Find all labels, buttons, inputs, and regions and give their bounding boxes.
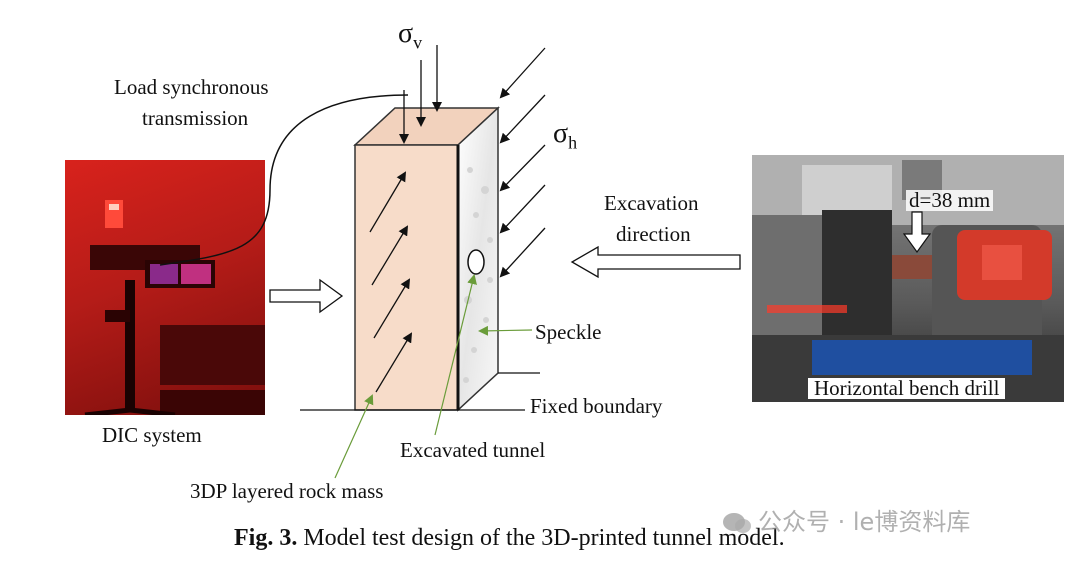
rock-mass-pointer [334,394,374,479]
dic-to-model-arrow [269,278,344,314]
figure-caption: Fig. 3. Model test design of the 3D-prin… [234,526,785,550]
watermark-text: 公众号 · le博资料库 [758,508,971,536]
excavation-direction-arrow [570,245,741,279]
load-transmission-label-line2: transmission [142,106,249,130]
layer-arrows [369,171,413,393]
drill-size-arrow [902,211,932,254]
dic-system-label: DIC system [102,423,202,447]
speckle-label: Speckle [535,320,602,344]
sigma-v-label: σv [398,18,423,53]
speckle-pointer [478,325,533,336]
dic-equipment-icon [84,200,265,415]
dic-system-photo [65,160,265,415]
vertical-load-arrows [399,45,442,144]
load-cable [159,94,409,266]
sigma-h-label: σh [553,118,578,153]
excavated-tunnel-label: Excavated tunnel [400,438,546,462]
excavation-label-line2: direction [616,222,691,246]
load-transmission-label-line1: Load synchronous [114,75,269,99]
excavation-label-line1: Excavation [604,191,699,215]
figure-number: Fig. 3. [234,525,298,551]
drill-size-label: d=38 mm [906,190,994,211]
rock-mass-label: 3DP layered rock mass [190,479,384,503]
block-front-face [354,144,459,411]
wechat-icon [722,511,752,535]
watermark: 公众号 · le博资料库 [722,510,970,535]
fixed-boundary-label: Fixed boundary [530,394,663,418]
tunnel-opening [467,249,485,275]
tunnel-pointer [434,274,477,436]
horizontal-load-arrows [499,47,546,278]
bench-drill-label: Horizontal bench drill [808,378,1006,399]
figure-caption-text: Model test design of the 3D-printed tunn… [303,525,785,551]
